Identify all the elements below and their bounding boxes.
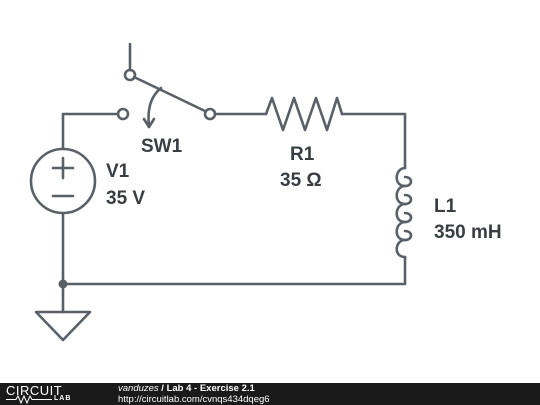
- resistor-r1[interactable]: [264, 96, 344, 132]
- resistor-value-label: 35 Ω: [280, 170, 322, 191]
- switch-sw1[interactable]: [116, 42, 217, 129]
- logo-sub: LAB: [54, 395, 72, 402]
- source-name-label: V1: [106, 161, 130, 182]
- footer-bar: CIRCUIT LAB vanduzes / Lab 4 - Exercise …: [0, 383, 540, 405]
- circuit-url[interactable]: http://circuitlab.com/cvnqs434dqeg6: [118, 394, 270, 405]
- ground-symbol[interactable]: [34, 310, 92, 342]
- circuit-info: vanduzes / Lab 4 - Exercise 2.1 http://c…: [118, 383, 270, 405]
- logo-wordmark: CIRCUIT: [6, 383, 63, 398]
- inductor-name-label: L1: [434, 196, 457, 217]
- junction-dot: [58, 279, 68, 289]
- source-value-label: 35 V: [106, 188, 145, 209]
- switch-label: SW1: [141, 136, 183, 157]
- logo-resistor-icon: [6, 395, 52, 404]
- circuit-title-line: vanduzes / Lab 4 - Exercise 2.1: [118, 383, 270, 394]
- circuitlab-logo[interactable]: CIRCUIT LAB: [6, 383, 96, 404]
- resistor-name-label: R1: [290, 144, 315, 165]
- inductor-l1[interactable]: [395, 166, 413, 259]
- wire-resistor-to-inductor: [340, 112, 407, 170]
- title-separator: /: [158, 383, 167, 394]
- inductor-value-label: 350 mH: [434, 222, 502, 243]
- wire-top-left: [61, 112, 120, 150]
- author-link[interactable]: vanduzes: [118, 383, 159, 394]
- wire-inductor-bottom: [61, 255, 407, 286]
- voltage-source-v1[interactable]: [29, 147, 97, 215]
- circuit-title[interactable]: Lab 4 - Exercise 2.1: [166, 383, 255, 394]
- schematic-diagram: SW1 V1 35 V R1 35 Ω L1 350 mH: [29, 42, 502, 342]
